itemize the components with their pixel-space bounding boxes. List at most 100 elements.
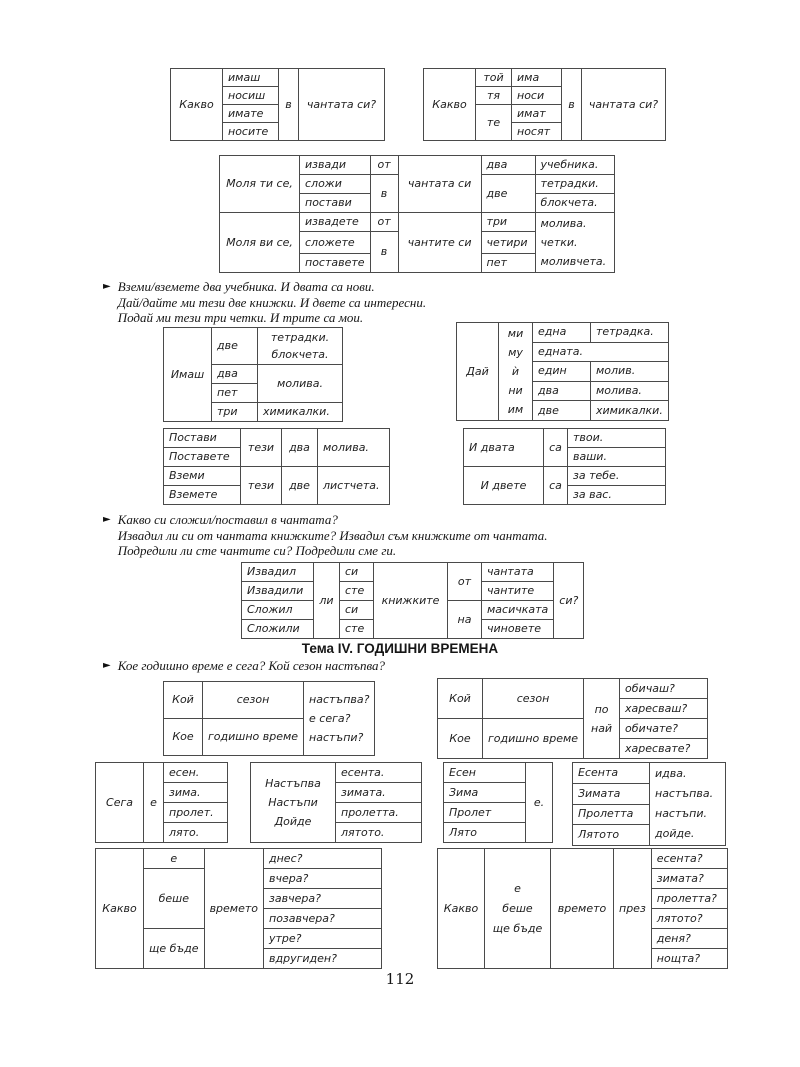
table-cell: е. (525, 762, 553, 843)
table-cell: едната. (532, 341, 669, 363)
table-cell: Зима (443, 782, 526, 803)
table-cell: извади (299, 155, 371, 175)
table-which-season-comes: Кой сезон настъпва? е сега? настъпи? Кое… (163, 681, 376, 756)
table-cell: чантата (480, 562, 555, 582)
table-cell: учебника. (534, 155, 615, 175)
table-cell: лятото. (335, 822, 422, 843)
example-block-put: ► Какво си сложил/поставил в чантата? Из… (103, 512, 548, 559)
cell-line: ще бъде (492, 921, 543, 935)
cell-line: Дойде (274, 815, 312, 828)
cell-line: им (507, 403, 524, 416)
table-now-is-season: Сега е есен. зима. пролет. лято. (95, 762, 228, 843)
table-cell: за вас. (567, 485, 666, 505)
table-cell: пет (211, 383, 258, 403)
table-cell: И двата (463, 428, 544, 467)
table-cell: имаш (222, 68, 279, 87)
cell-line: настъпва. (655, 787, 714, 800)
table-cell: имат (511, 104, 562, 123)
example-line: Какво си сложил/поставил в чантата? (117, 512, 338, 527)
table-cell: Вземи (163, 466, 241, 486)
table-cell: И двете (463, 466, 544, 505)
table-cell: Кой (437, 678, 483, 719)
table-cell: Какво (95, 848, 144, 969)
table-cell: есента. (335, 762, 422, 783)
cell-line: беше (502, 901, 533, 915)
table-cell: чантата си (397, 155, 482, 213)
table-cell: книжките (373, 562, 448, 639)
table-cell: Моля ти се, (219, 155, 300, 213)
example-line: Дай/дайте ми тези две книжки. И двете са… (117, 294, 427, 310)
table-cell: масичката (480, 600, 555, 620)
table-cell: вчера? (263, 868, 382, 889)
table-cell: ще бъде (143, 928, 205, 969)
cell-line: Настъпва (265, 777, 321, 790)
table-cell: тетрадки. блокчета. (257, 327, 343, 365)
table-cell: е (143, 848, 205, 869)
table-weather-during: Какво е беше ще бъде времето през есента… (437, 848, 728, 969)
table-cell: есента? (650, 848, 728, 869)
cell-line: по (594, 702, 609, 716)
table-cell: Моля ви се, (219, 212, 300, 273)
table-cell: Лятото (572, 824, 650, 846)
table-cell: постави (299, 193, 371, 213)
table-cell: Кое (437, 718, 483, 759)
table-cell: обичаш? (619, 678, 709, 699)
table-cell: листчета. (317, 466, 390, 505)
table-cell: два (532, 380, 591, 402)
table-cell: на (447, 600, 482, 639)
table-cell: е беше ще бъде (484, 848, 551, 969)
table-cell: две (532, 400, 591, 421)
cell-line: ми (507, 327, 524, 340)
table-cell: пролет. (163, 802, 228, 823)
cell-line: Настъпи (268, 796, 318, 809)
table-cell: чиновете (480, 619, 555, 639)
table-cell: днес? (263, 848, 382, 869)
table-cell: три (211, 402, 258, 422)
table-cell: Вземете (163, 485, 241, 505)
table-season-is: Есен е. Зима Пролет Лято (443, 762, 553, 843)
table-cell: времето (203, 848, 265, 969)
table-cell: молива. четки. моливчета. (534, 212, 615, 273)
table-cell: в (561, 68, 582, 141)
cell-line: настъпва? (309, 693, 370, 706)
table-cell: са (543, 428, 568, 467)
table-cell: си (339, 600, 374, 620)
table-cell: тези (240, 466, 282, 505)
table-cell: Имаш (163, 327, 212, 422)
table-cell: блокчета. (534, 193, 615, 213)
table-cell: чантата си? (581, 68, 666, 141)
table-cell: Есен (443, 762, 526, 783)
table-cell: завчера? (263, 888, 382, 909)
table-cell: извадете (299, 212, 371, 232)
table-cell: зимата? (650, 868, 728, 889)
table-cell: в (369, 174, 399, 213)
example-line: Вземи/вземете два учебника. И двата са н… (117, 279, 375, 294)
cell-line: блокчета. (271, 348, 329, 361)
table-cell: годишно време (481, 718, 585, 759)
table-put-these: Постави тези два молива. Поставете Вземи… (163, 428, 390, 505)
table-cell: харесваш? (619, 698, 709, 719)
table-cell: пет (480, 253, 536, 273)
example-line: Кое годишно време е сега? Кой сезон наст… (117, 658, 386, 673)
table-cell: сезон (201, 681, 305, 719)
table-cell: за тебе. (567, 466, 666, 486)
table-cell: Настъпва Настъпи Дойде (250, 762, 336, 843)
table-cell: е (143, 762, 164, 843)
table-cell: харесвате? (619, 738, 709, 759)
table-cell: лято. (163, 822, 228, 843)
table-cell: имате (222, 104, 279, 123)
cell-line: настъпи? (309, 731, 364, 744)
table-cell: Дай (456, 322, 499, 421)
table-cell: утре? (263, 928, 382, 949)
table-cell: от (369, 212, 399, 232)
table-cell: от (447, 562, 482, 601)
table-cell: Извадили (241, 581, 314, 601)
table-cell: две (211, 327, 258, 365)
table-cell: са (543, 466, 568, 505)
cell-line: е (514, 881, 521, 895)
table-season-arrives: Настъпва Настъпи Дойде есента. зимата. п… (250, 762, 422, 843)
cell-line: настъпи. (655, 807, 707, 820)
table-cell: сложи (299, 174, 371, 194)
table-cell: ли (313, 562, 340, 639)
